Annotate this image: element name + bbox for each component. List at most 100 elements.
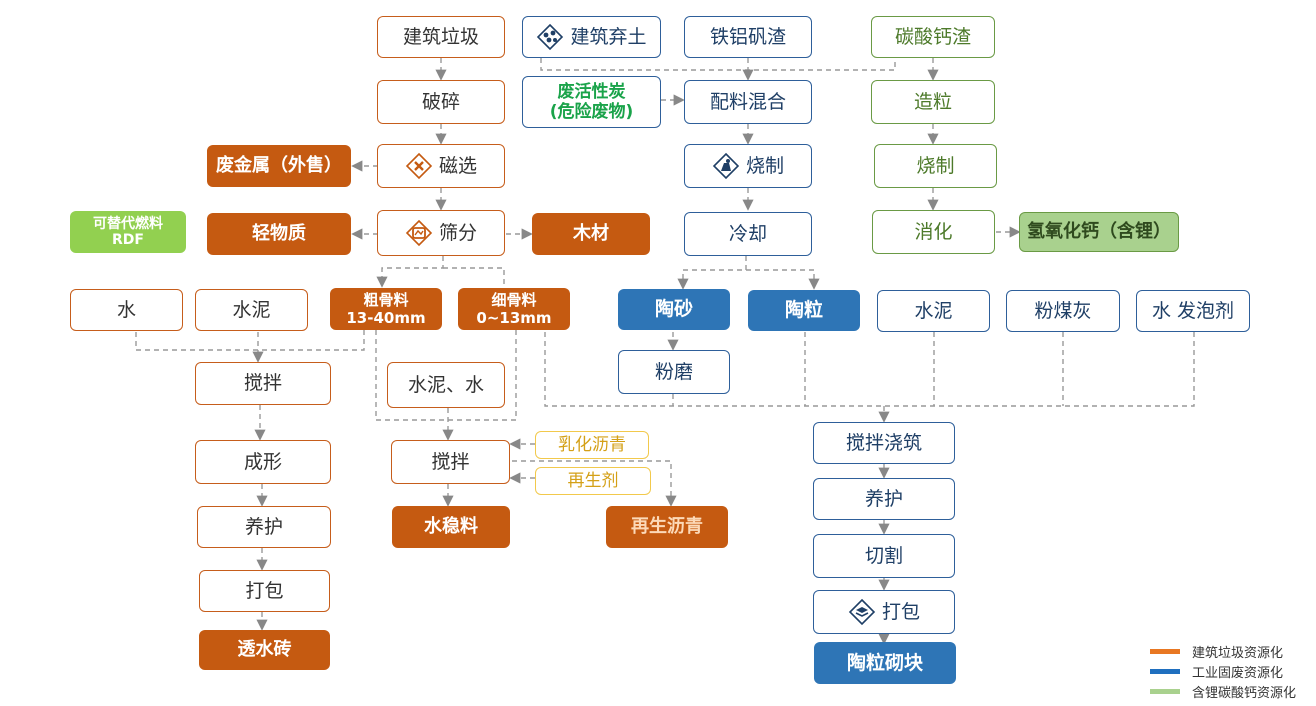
label: 打包 [881,600,920,623]
node-ceramsite: 陶粒 [748,290,860,331]
node-ceramsite-sand: 陶砂 [618,289,730,330]
node-grinding: 粉磨 [618,350,730,394]
node-construction-soil: 建筑弃土 [522,16,661,58]
line1: 粗骨料 [363,291,409,309]
label: 打包 [245,579,284,602]
legend-item-lithium: 含锂碳酸钙资源化 [1150,682,1296,701]
node-cement-water: 水泥、水 [387,362,505,408]
node-cure-a: 养护 [197,506,331,548]
node-cure-b: 养护 [813,478,955,520]
label: 搅拌 [243,372,282,395]
label: 水 发泡剂 [1151,299,1235,322]
label: 冷却 [728,222,767,245]
line1: 废活性炭 [557,81,626,102]
label: 木材 [573,223,609,245]
node-recycled-asphalt: 再生沥青 [606,506,728,548]
line2: 0~13mm [476,309,552,327]
legend-item-industrial: 工业固废资源化 [1150,662,1283,681]
label: 粉煤灰 [1034,299,1092,322]
legend-swatch [1150,689,1180,694]
line1: 细骨料 [491,291,537,309]
label: 搅拌浇筑 [845,431,922,454]
label: 建筑弃土 [570,25,647,48]
node-light-matter: 轻物质 [207,213,351,255]
node-magnetic-separation: 磁选 [377,144,505,188]
node-construction-waste: 建筑垃圾 [377,16,505,58]
label: 再生剂 [567,470,619,491]
label: 陶粒 [784,299,823,322]
node-red-mud: 铁铝矾渣 [684,16,812,58]
node-water-stable: 水稳料 [392,506,510,548]
node-mix-b: 搅拌 [391,440,510,484]
label: 碳酸钙渣 [894,25,971,48]
node-emulsified-asphalt: 乳化沥青 [535,431,649,459]
label: 水泥 [914,299,953,322]
legend-swatch [1150,669,1180,674]
label: 配料混合 [709,90,786,113]
label: 粉磨 [654,360,693,383]
node-cement-b: 水泥 [877,290,990,332]
label: 破碎 [421,90,460,113]
node-foaming-agent: 水 发泡剂 [1136,290,1250,332]
label: 铁铝矾渣 [709,25,786,48]
label: 筛分 [438,221,477,244]
node-regeneration-agent: 再生剂 [535,467,651,495]
node-batching: 配料混合 [684,80,812,124]
label: 烧制 [916,154,955,177]
label: 再生沥青 [631,516,703,538]
label: 水泥、水 [407,373,484,396]
node-ceramsite-block: 陶粒砌块 [814,642,956,684]
label: 乳化沥青 [558,434,626,455]
label: 养护 [864,487,903,510]
node-screening: 筛分 [377,210,505,256]
node-pack-a: 打包 [199,570,330,612]
label: 搅拌 [431,450,470,473]
label: 水 [116,298,136,321]
line2: (危险废物) [549,102,634,122]
label: 切割 [864,544,903,567]
screen-icon [405,219,433,247]
label: 水泥 [232,298,271,321]
node-wood: 木材 [532,213,650,255]
node-sinter: 烧制 [684,144,812,188]
node-calcium-carbonate: 碳酸钙渣 [871,16,995,58]
node-mix-a: 搅拌 [195,362,331,405]
node-water-a: 水 [70,289,183,331]
legend-label: 建筑垃圾资源化 [1192,646,1284,661]
kiln-icon [712,152,740,180]
label: 水稳料 [424,516,478,538]
label: 轻物质 [252,223,306,245]
label: 造粒 [913,90,952,113]
node-cutting: 切割 [813,534,955,578]
label: 建筑垃圾 [402,25,479,48]
node-granulate: 造粒 [871,80,995,124]
legend-label: 工业固废资源化 [1192,666,1284,681]
node-crush: 破碎 [377,80,505,124]
legend-item-construction: 建筑垃圾资源化 [1150,642,1283,661]
layers-icon [848,598,876,626]
label: 陶砂 [654,298,693,321]
line2: RDF [112,232,144,248]
legend-label: 含锂碳酸钙资源化 [1192,686,1297,701]
label: 烧制 [745,154,784,177]
node-waste-metal: 废金属（外售） [207,145,351,187]
node-calcium-hydroxide: 氢氧化钙（含锂） [1019,212,1179,252]
label: 废金属（外售） [216,155,342,177]
node-fly-ash: 粉煤灰 [1006,290,1120,332]
node-form: 成形 [195,440,331,484]
node-slaking: 消化 [872,210,995,254]
node-sinter-g: 烧制 [874,144,997,188]
node-permeable-brick: 透水砖 [199,630,330,670]
network-icon [536,23,564,51]
label: 透水砖 [237,639,292,661]
label: 养护 [244,515,283,538]
label: 消化 [914,220,953,243]
magnet-icon [405,152,433,180]
legend-swatch [1150,649,1180,654]
label: 成形 [243,450,282,473]
label: 氢氧化钙（含锂） [1027,221,1171,243]
node-pack-b: 打包 [813,590,955,634]
